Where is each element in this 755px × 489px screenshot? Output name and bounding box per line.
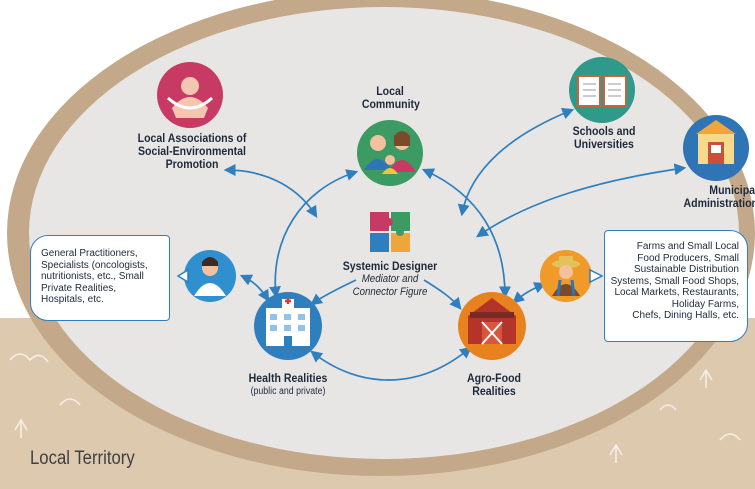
- arrow-designer-health: [310, 279, 357, 306]
- left-box-line-1: General Practitioners,: [41, 248, 138, 259]
- schools-line-1: Schools and: [572, 124, 636, 138]
- agro-label: Agro-Food Realities: [461, 372, 528, 398]
- left-box-pointer: [176, 268, 189, 284]
- left-box-line-2: Specialists (oncologists,: [41, 259, 148, 271]
- left-box-line-5: Hospitals, etc.: [41, 294, 104, 305]
- municipal-line-1: Municipal: [709, 183, 755, 197]
- schools-icon: [569, 57, 635, 123]
- doctor-icon: [184, 250, 236, 302]
- municipal-icon: [683, 115, 749, 181]
- health-sub: (public and private): [250, 386, 326, 397]
- left-info-box: General Practitioners, Specialists (onco…: [30, 235, 170, 321]
- designer-sub-1: Mediator and: [361, 273, 419, 285]
- right-box-line-2: Food Producers, Small: [637, 252, 739, 264]
- municipal-label: Municipal Administration: [682, 184, 755, 210]
- community-line-2: Community: [361, 97, 420, 111]
- right-box-line-6: Holiday Farms,: [671, 298, 739, 310]
- connection-arrows: [223, 108, 687, 381]
- arrow-agro-farmer: [512, 282, 547, 304]
- community-line-1: Local: [376, 84, 404, 98]
- designer-title: Systemic Designer: [342, 259, 438, 273]
- territory-label: Local Territory: [30, 448, 135, 469]
- schools-label: Schools and Universities: [567, 125, 641, 151]
- right-box-line-3: Sustainable Distribution: [633, 264, 739, 275]
- right-box-line-5: Local Markets, Restaurants,: [614, 287, 740, 298]
- designer-sub-2: Connector Figure: [352, 286, 428, 298]
- arrow-schools-designer: [457, 108, 575, 217]
- associations-line-2: Social-Environmental: [138, 144, 246, 158]
- community-label: Local Community: [361, 84, 420, 111]
- health-label: Health Realities (public and private): [235, 372, 341, 398]
- arrow-health-doctor: [239, 274, 270, 303]
- left-box-line-4: Private Realities,: [41, 282, 117, 294]
- associations-line-3: Promotion: [165, 157, 219, 171]
- left-box-line-3: nutritionists, etc., Small: [41, 271, 144, 282]
- associations-icon: [157, 62, 223, 128]
- health-title: Health Realities: [248, 371, 328, 385]
- barn-icon: [458, 292, 526, 360]
- right-info-box: Farms and Small Local Food Producers, Sm…: [604, 230, 748, 342]
- right-box-line-1: Farms and Small Local: [636, 241, 739, 252]
- arrow-municipal-designer: [476, 163, 687, 238]
- arrow-health-agro: [310, 346, 472, 381]
- right-box-pointer: [589, 268, 604, 284]
- associations-label: Local Associations of Social-Environment…: [130, 132, 253, 171]
- right-box-line-4: Systems, Small Food Shops,: [610, 275, 739, 287]
- community-icon: [357, 120, 423, 186]
- municipal-line-2: Administration: [683, 196, 755, 210]
- schools-line-2: Universities: [574, 137, 634, 151]
- puzzle-icon: [370, 212, 410, 252]
- agro-line-1: Agro-Food: [467, 371, 521, 385]
- arrow-community-health: [269, 169, 359, 299]
- arrow-designer-agro: [423, 279, 462, 310]
- right-box-line-7: Chefs, Dining Halls, etc.: [632, 310, 739, 321]
- hospital-icon: [254, 292, 322, 360]
- farmer-icon: [540, 250, 592, 302]
- designer-label: Systemic Designer Mediator and Connector…: [337, 260, 443, 299]
- associations-line-1: Local Associations of: [137, 131, 247, 145]
- agro-line-2: Realities: [472, 384, 516, 398]
